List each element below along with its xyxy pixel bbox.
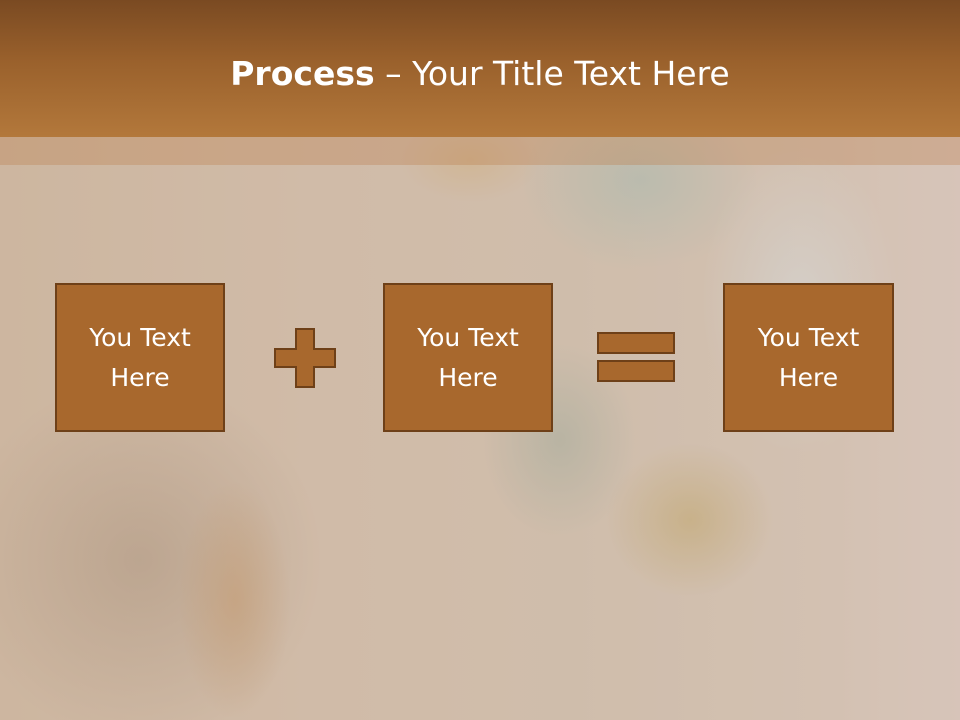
plus-icon	[274, 328, 336, 388]
title-rest-text: – Your Title Text Here	[374, 54, 730, 93]
process-box-1[interactable]: You Text Here	[55, 283, 225, 432]
title-bold-text: Process	[230, 54, 375, 93]
process-box-3[interactable]: You Text Here	[723, 283, 894, 432]
process-box-2-text: You Text Here	[417, 322, 519, 392]
header-shadow-band	[0, 137, 960, 165]
equals-icon	[597, 332, 675, 382]
process-box-3-text: You Text Here	[757, 322, 860, 392]
slide-title[interactable]: Process – Your Title Text Here	[0, 54, 960, 93]
process-box-2[interactable]: You Text Here	[383, 283, 553, 432]
process-box-1-text: You Text Here	[89, 322, 191, 392]
title-bar: Process – Your Title Text Here	[0, 0, 960, 137]
